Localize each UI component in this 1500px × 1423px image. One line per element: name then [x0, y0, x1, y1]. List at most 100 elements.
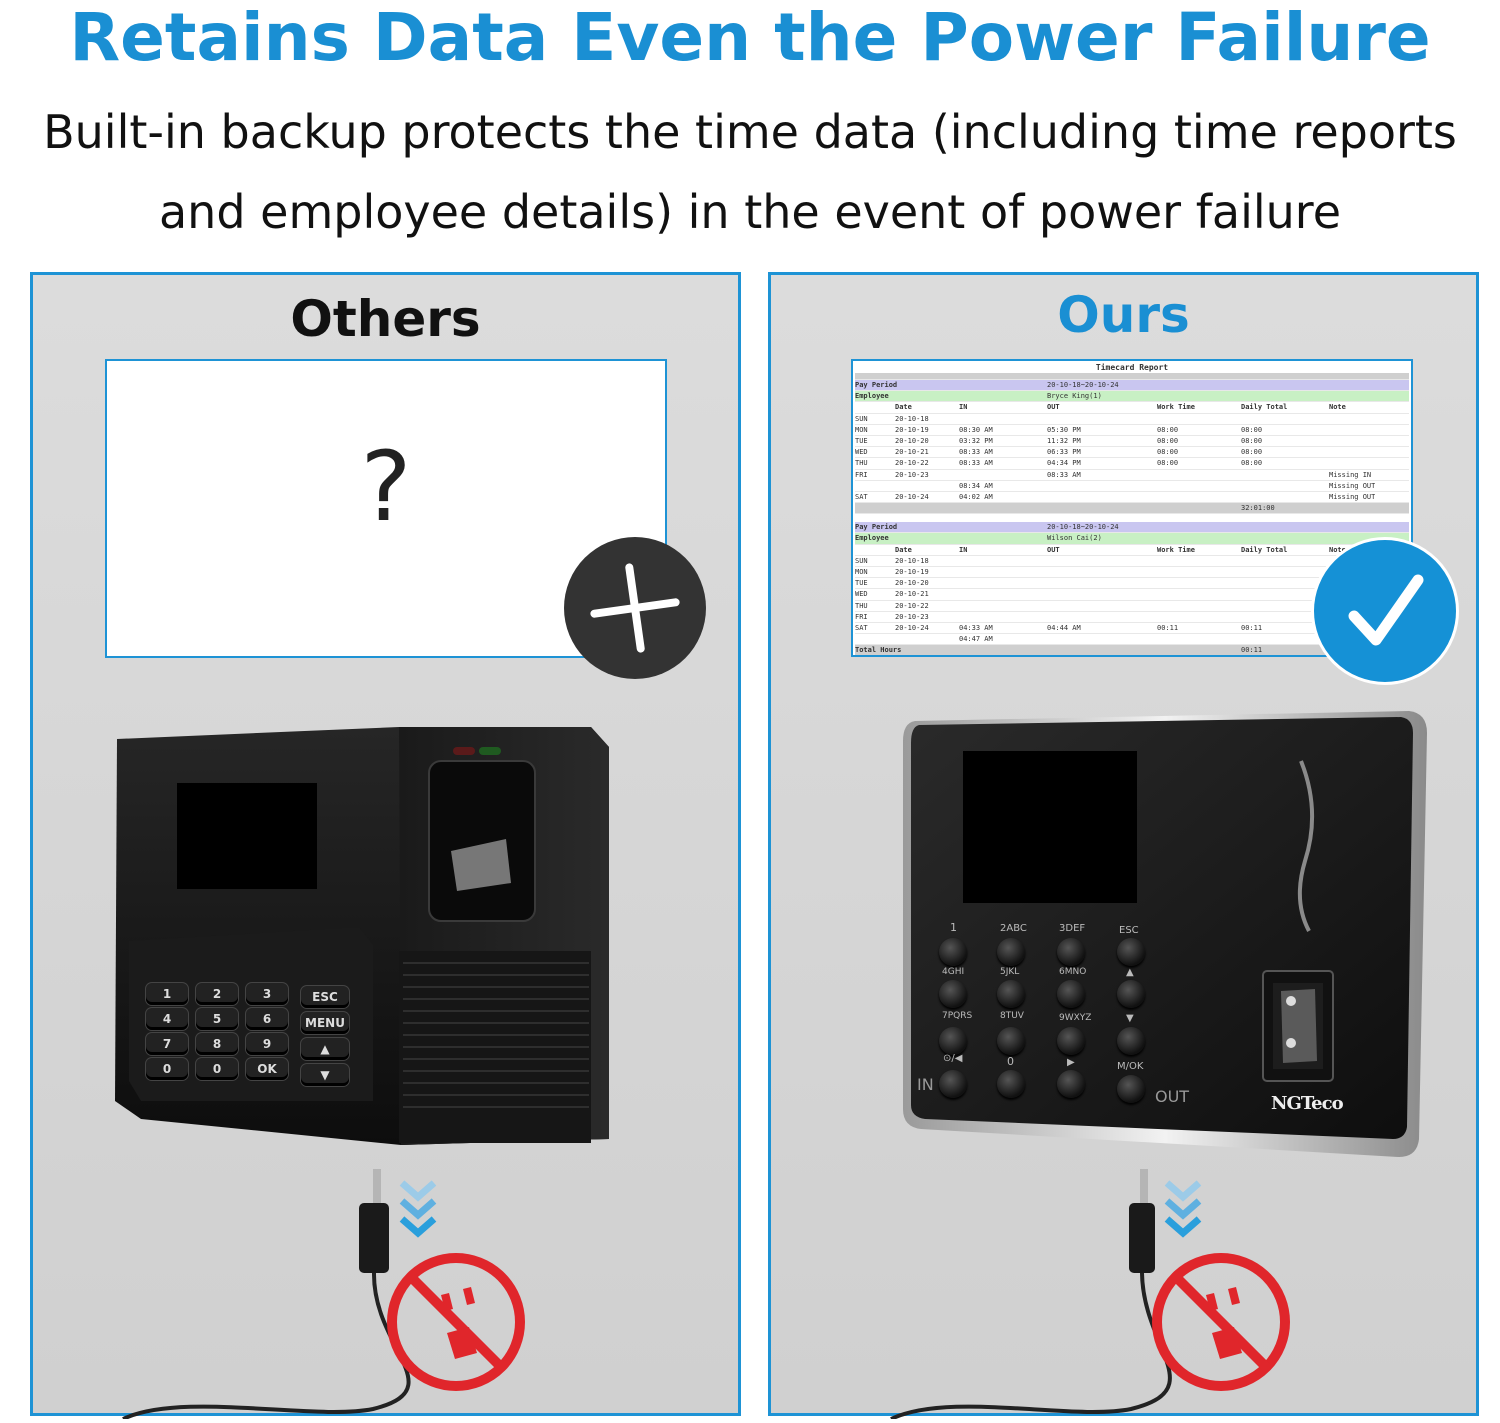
- col-out: OUT: [1047, 545, 1060, 554]
- col-out: OUT: [1047, 403, 1060, 412]
- keypad-key[interactable]: 6: [246, 1008, 288, 1030]
- col-work-time: Work Time: [1157, 403, 1195, 412]
- keypad-key[interactable]: 0: [196, 1058, 238, 1080]
- keypad-key[interactable]: 1: [146, 983, 188, 1005]
- keypad-button[interactable]: [997, 980, 1025, 1008]
- report-cell: 20-10-20: [895, 579, 929, 588]
- report-row: FRI 20-10-23: [855, 612, 1409, 623]
- keypad-button[interactable]: [1117, 1075, 1145, 1103]
- report-cell: 20-10-21: [895, 590, 929, 599]
- others-time-clock-device: [111, 721, 611, 1145]
- keypad-key[interactable]: 0: [146, 1058, 188, 1080]
- power-cable-icon: [890, 1169, 1172, 1419]
- keypad-key[interactable]: ▲: [301, 1038, 349, 1060]
- report-spacer: [855, 514, 1409, 522]
- report-cell: 20-10-23: [895, 612, 929, 621]
- keypad-button[interactable]: [1117, 1027, 1145, 1055]
- keypad-key[interactable]: ▼: [301, 1064, 349, 1086]
- keypad-button[interactable]: [997, 1070, 1025, 1098]
- report-cell: 11:32 PM: [1047, 436, 1081, 445]
- report-cell: SAT: [855, 623, 868, 632]
- key-label: M/OK: [1117, 1061, 1144, 1072]
- report-cell: THU: [855, 459, 868, 468]
- keypad-button[interactable]: [1057, 1027, 1085, 1055]
- keypad-button[interactable]: [997, 938, 1025, 966]
- key-label: 5JKL: [1000, 967, 1020, 977]
- report-cell: MON: [855, 568, 868, 576]
- keypad-key[interactable]: 7: [146, 1033, 188, 1055]
- keypad-key[interactable]: 5: [196, 1008, 238, 1030]
- keypad-button[interactable]: [1117, 980, 1145, 1008]
- keypad-key[interactable]: 2: [196, 983, 238, 1005]
- key-label: ▼: [1126, 1013, 1134, 1024]
- report-cell: 03:32 PM: [959, 436, 993, 445]
- others-panel: Others ?: [30, 272, 741, 1419]
- report-cell: 20-10-24: [895, 492, 929, 501]
- keypad-button[interactable]: [939, 938, 967, 966]
- report-cell: Missing OUT: [1329, 492, 1376, 501]
- keypad-button[interactable]: [1117, 938, 1145, 966]
- report-total: 32:01:00: [1241, 504, 1275, 513]
- col-daily-total: Daily Total: [1241, 403, 1288, 412]
- col-daily-total: Daily Total: [1241, 545, 1288, 554]
- key-label: 2ABC: [1000, 923, 1027, 934]
- keypad-key[interactable]: ESC: [301, 986, 349, 1008]
- report-cell: FRI: [855, 470, 868, 479]
- col-work-time: Work Time: [1157, 545, 1195, 554]
- keypad-key[interactable]: 3: [246, 983, 288, 1005]
- keypad-key[interactable]: 8: [196, 1033, 238, 1055]
- report-total-row: 32:01:00: [855, 503, 1409, 515]
- keypad-button[interactable]: [939, 1070, 967, 1098]
- report-cell: SAT: [855, 492, 868, 501]
- timecard-report-frame: Timecard Report Pay Period 20-10-18~20-1…: [851, 359, 1413, 657]
- report-cell: 08:00: [1241, 448, 1263, 457]
- report-cell: 04:33 AM: [959, 623, 993, 632]
- keypad-key[interactable]: OK: [246, 1058, 288, 1080]
- key-label: 7PQRS: [942, 1011, 973, 1021]
- pay-period-value: 20-10-18~20-10-24: [1047, 381, 1119, 389]
- key-label: 0: [1007, 1055, 1014, 1068]
- report-cell: 08:30 AM: [959, 425, 993, 434]
- report-title: Timecard Report: [1095, 363, 1169, 372]
- report-cell: 04:47 AM: [959, 635, 993, 644]
- employee-value: Wilson Cai(2): [1047, 534, 1102, 543]
- report-cell: 04:02 AM: [959, 492, 993, 501]
- keypad-button[interactable]: [1057, 1070, 1085, 1098]
- employee-label: Employee: [855, 534, 889, 543]
- report-cell: MON: [855, 425, 868, 434]
- report-cell: WED: [855, 448, 868, 457]
- page-headline: Retains Data Even the Power Failure: [69, 0, 1431, 76]
- col-in: IN: [959, 545, 968, 554]
- report-cell: 08:00: [1157, 425, 1179, 434]
- report-cell: 00:11: [1241, 623, 1263, 632]
- col-note: Note: [1329, 403, 1346, 412]
- others-report-frame: ?: [105, 359, 667, 658]
- keypad-key[interactable]: 4: [146, 1008, 188, 1030]
- keypad-key[interactable]: MENU: [301, 1012, 349, 1034]
- key-label: 9WXYZ: [1059, 1013, 1092, 1023]
- employee-label: Employee: [855, 392, 889, 401]
- in-label: IN: [917, 1075, 934, 1094]
- others-title: Others: [290, 290, 481, 348]
- keypad-button[interactable]: [939, 1027, 967, 1055]
- employee-value: Bryce King(1): [1047, 392, 1102, 401]
- ours-panel: Ours Timecard Report Pay Period 20-10-18…: [768, 272, 1479, 1419]
- pay-period-label: Pay Period: [855, 523, 898, 532]
- report-cell: FRI: [855, 612, 868, 621]
- subheadline-line-1: Built-in backup protects the time data (…: [43, 105, 1457, 159]
- keypad-button[interactable]: [997, 1027, 1025, 1055]
- report-cell: 20-10-23: [895, 470, 929, 479]
- keypad-key[interactable]: 9: [246, 1033, 288, 1055]
- keypad-button[interactable]: [939, 980, 967, 1008]
- keypad-button[interactable]: [1057, 938, 1085, 966]
- pay-period-value: 20-10-18~20-10-24: [1047, 523, 1119, 532]
- keypad-button[interactable]: [1057, 980, 1085, 1008]
